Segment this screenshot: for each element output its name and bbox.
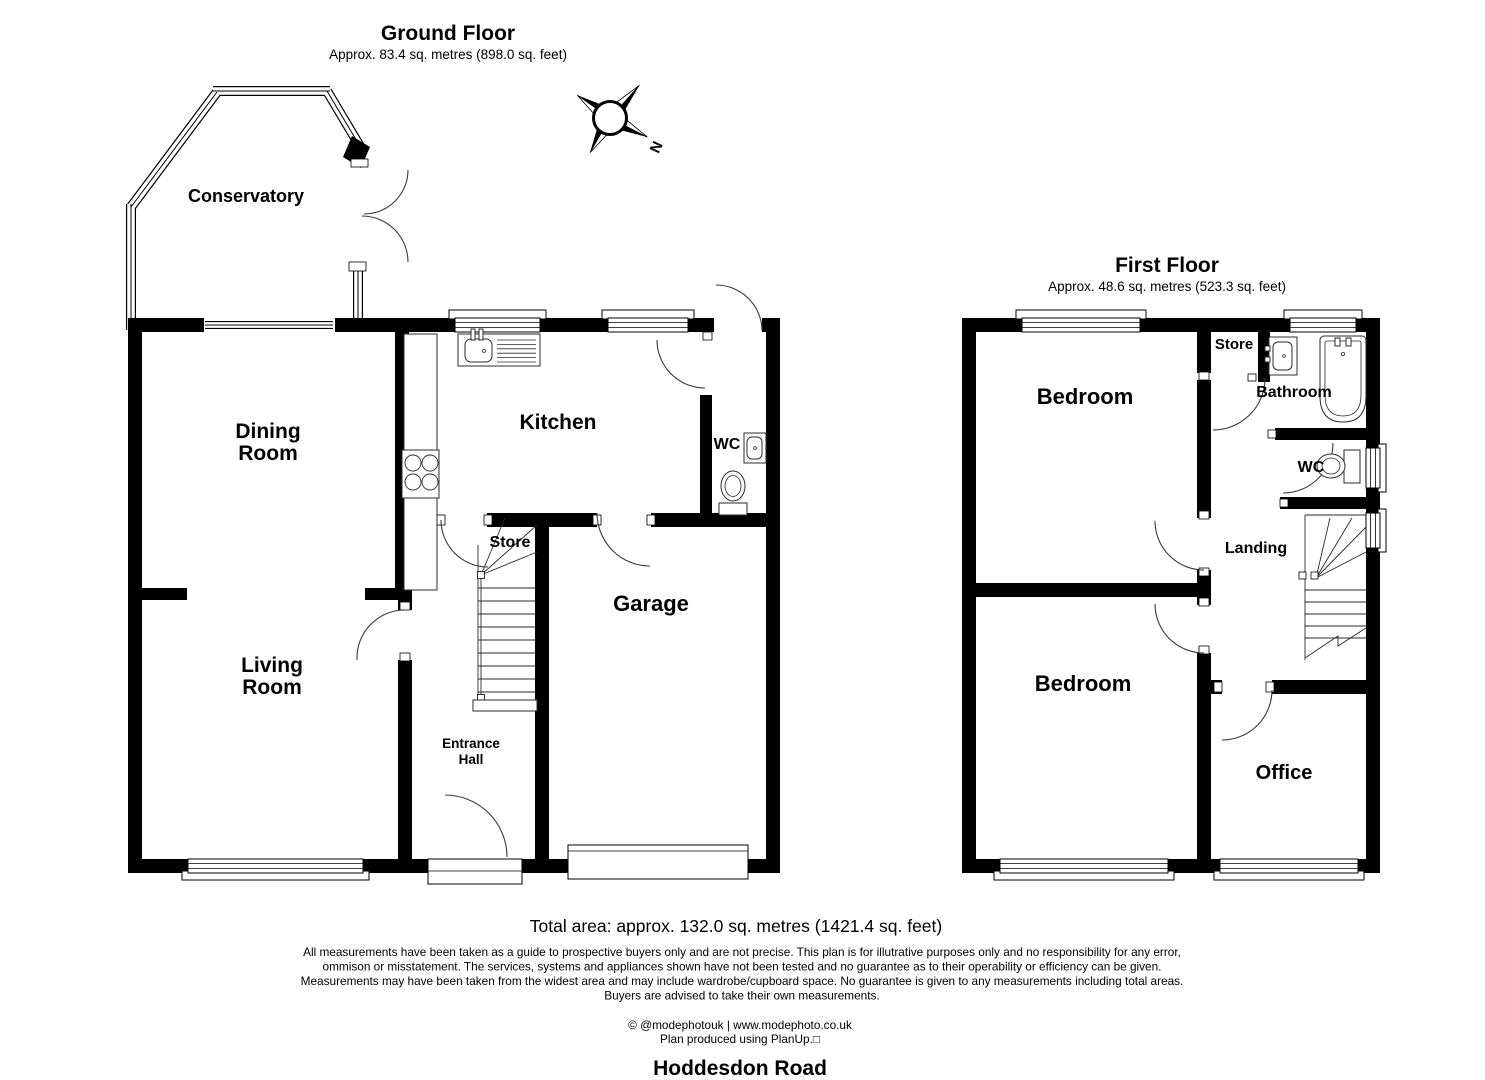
tap-icon <box>1334 337 1341 347</box>
disclaimer-line3: Measurements may have been taken from th… <box>301 974 1184 988</box>
bathroom-label: Bathroom <box>1256 384 1332 401</box>
hob-icon <box>401 449 440 499</box>
front-door <box>427 794 523 885</box>
stair-side-window <box>1365 508 1387 553</box>
kitchen-window-right <box>601 309 695 333</box>
landing-label: Landing <box>1225 540 1287 557</box>
disclaimer-line1: All measurements have been taken as a gu… <box>303 945 1181 959</box>
bedroom-front-label: Bedroom <box>1037 384 1134 409</box>
total-area: Total area: approx. 132.0 sq. metres (14… <box>530 916 942 936</box>
kitchen-lobby-door <box>656 339 706 389</box>
bedroom-front-window <box>1015 309 1147 333</box>
kitchen-window-left <box>448 309 547 333</box>
back-door <box>656 284 763 389</box>
conservatory-french-doors <box>350 158 409 263</box>
dining-room-label-line1: Dining <box>235 420 300 443</box>
compass-rose: N <box>576 84 666 155</box>
first-staircase <box>1298 514 1367 660</box>
office-window <box>1213 858 1365 881</box>
ground-floor-area: Approx. 83.4 sq. metres (898.0 sq. feet) <box>329 47 567 62</box>
conservatory-glazing <box>126 86 366 330</box>
bathroom-fixtures <box>1264 335 1367 484</box>
living-room-label-line1: Living <box>241 654 303 677</box>
entrance-hall-label-line1: Entrance <box>442 736 500 751</box>
bedroom-front-door <box>1154 510 1210 577</box>
bedroom-back-window <box>993 858 1175 881</box>
office-label: Office <box>1256 762 1313 784</box>
kitchen-sink-unit <box>457 328 541 367</box>
toilet-icon <box>718 470 748 516</box>
property-name: Hoddesdon Road <box>653 1057 827 1080</box>
ground-staircase <box>472 517 538 712</box>
bedroom-back-label: Bedroom <box>1035 671 1132 696</box>
disclaimer-line2: ommison or misstatement. The services, s… <box>323 960 1162 974</box>
garage-label: Garage <box>613 591 689 616</box>
compass-north-label: N <box>646 138 666 155</box>
kitchen-fixtures <box>401 328 541 591</box>
first-wc-label: WC <box>1298 459 1325 476</box>
ground-wc-label: WC <box>714 436 741 453</box>
bathtub-icon <box>1319 335 1367 423</box>
entrance-hall-label-line2: Hall <box>459 752 484 767</box>
first-floor-walls <box>962 318 1380 873</box>
ground-wc-fixtures <box>718 432 767 516</box>
first-floor-title: First Floor <box>1115 254 1219 277</box>
disclaimer-line4: Buyers are advised to take their own mea… <box>604 989 879 1003</box>
kitchen-label: Kitchen <box>519 411 596 434</box>
first-floor-plan: Bedroom Store Bathroom WC Landing Bedroo… <box>962 309 1387 881</box>
office-door <box>1213 681 1275 741</box>
bedroom-back-door <box>1154 597 1210 655</box>
tap-icon <box>1264 356 1271 363</box>
tap-icon <box>1345 337 1352 347</box>
credit-line1: © @modephotouk | www.modephoto.co.uk <box>628 1018 852 1032</box>
wc-side-window <box>1365 443 1387 493</box>
wc-basin-icon <box>743 432 767 464</box>
tap-icon <box>470 328 476 341</box>
wc-door-first <box>1267 429 1334 508</box>
store-door-first <box>1198 371 1266 431</box>
credit-line2: Plan produced using PlanUp.□ <box>660 1032 820 1046</box>
garage-door <box>567 844 749 880</box>
compass-circle <box>592 100 628 136</box>
bathroom-window <box>1283 309 1363 333</box>
ground-floor-title: Ground Floor <box>381 22 515 45</box>
ground-floor-walls <box>128 136 780 873</box>
toilet-icon-first <box>1316 449 1361 484</box>
ground-floor-plan: Conservatory Dining Room Living Room Kit… <box>126 86 780 885</box>
conservatory-label: Conservatory <box>188 186 304 206</box>
ground-store-label: Store <box>490 534 531 551</box>
living-room-label-line2: Room <box>242 676 302 699</box>
dining-room-label-line2: Room <box>238 442 298 465</box>
conservatory-sidelight-window <box>348 261 367 272</box>
first-floor-area: Approx. 48.6 sq. metres (523.3 sq. feet) <box>1048 279 1286 294</box>
living-room-window <box>181 858 370 881</box>
drainer-lines <box>497 339 536 363</box>
first-floor-doors <box>1154 371 1334 741</box>
living-room-door <box>356 601 411 662</box>
bathroom-basin-icon <box>1264 336 1298 376</box>
ground-floor-doors <box>350 158 763 885</box>
garage-entry-door <box>592 512 656 567</box>
tap-icon <box>1264 345 1271 352</box>
stair-break-line <box>1304 627 1367 659</box>
store-door <box>436 514 493 568</box>
tap-icon <box>478 328 484 341</box>
back-door-opening <box>714 317 762 333</box>
first-store-label: Store <box>1215 336 1253 353</box>
